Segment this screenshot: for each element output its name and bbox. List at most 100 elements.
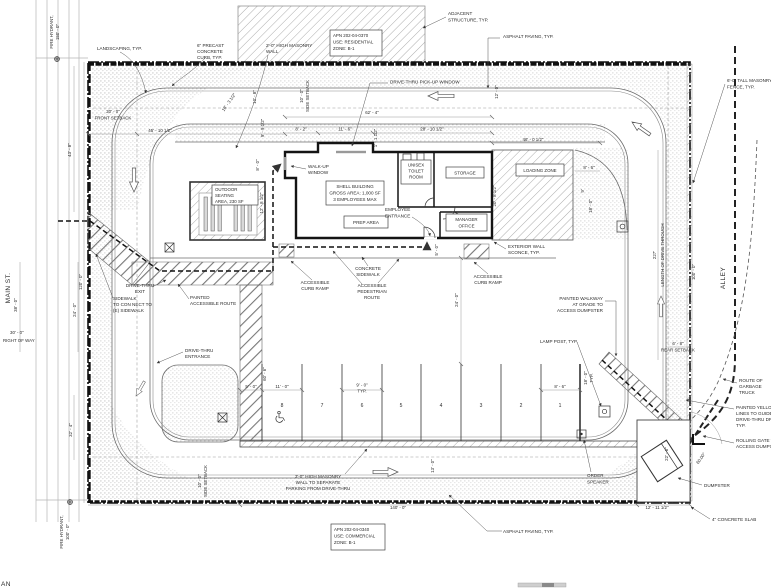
dim-22-6: 22' - 6"	[664, 447, 669, 461]
fire-hydrant-top-label-1: FIRE HYDRANT,	[49, 15, 54, 48]
parking-masonry-wall	[239, 440, 641, 448]
seating-tables	[203, 196, 252, 232]
dim-12-8h: 12' - 8 1/2"	[259, 192, 264, 213]
precast-curb-label-3: CURB, TYP.	[197, 55, 222, 60]
arrow-curve-icon	[631, 121, 652, 137]
apn-north-line3: ZONE: B-1	[333, 46, 355, 51]
dim-100: 100' - 0"	[691, 264, 696, 281]
asphalt-paving-bottom-label: ASPHALT PAVING, TYP.	[503, 529, 554, 534]
dim-8-2: 8' - 2"	[295, 127, 307, 132]
stall-number: 7	[321, 403, 324, 409]
dimension-lines	[19, 62, 723, 508]
outdoor-seating-area: OUTDOOR SEATING AREA, 230 SF	[189, 181, 266, 241]
shell-building-label-2: GROSS AREA: 1,000 SF	[329, 191, 381, 196]
door-swing-toilet	[424, 197, 435, 208]
toilet-room-label-3: ROOM	[409, 175, 423, 180]
pedestrian-route-label-1: ACCESSIBLE	[358, 283, 387, 288]
traffic-arrows	[128, 90, 666, 478]
employee-door-opening	[424, 236, 437, 240]
scale-bar-segment	[542, 583, 554, 587]
side-setback-bottom-label: SIDE SETBACK	[203, 465, 208, 497]
shell-building-label-3: 3 EMPLOYEES MAX	[333, 197, 376, 202]
masonry-wall-3ft-label-3: PARKING FROM DRIVE-THRU	[286, 486, 351, 491]
masonry-wall-2ft-label-1: 2'-0" HIGH MASONRY	[266, 43, 312, 48]
dim-32-4: 32' - 4"	[68, 423, 73, 437]
curb-ramp-east	[463, 243, 490, 260]
stall-number: 8	[281, 403, 284, 409]
fire-hydrant-top-label-2: 150' - 0"	[55, 24, 60, 41]
seating-label-2: SEATING	[215, 193, 235, 198]
dim-9-0-typ: TYP.	[357, 389, 366, 394]
concrete-sidewalk-label-2: SIDEWALK	[356, 272, 381, 277]
walkup-window-label-1: WALK-UP	[308, 164, 329, 169]
rolling-gate-label-1: ROLLING GATE TO	[736, 438, 771, 443]
manager-office-label-2: OFFICE	[458, 224, 474, 229]
dim-38: 38' - 0"	[13, 298, 18, 312]
dim-140: 140' - 0"	[390, 505, 407, 510]
dumpster-pad	[636, 419, 691, 503]
front-setback-dim: 20' - 0"	[106, 109, 120, 114]
masonry-wall-2ft-label-2: WALL	[266, 49, 279, 54]
drive-thru-entrance-label-2: ENTRANCE	[185, 354, 210, 359]
toilet-room-label-2: TOILET	[408, 169, 424, 174]
curb-ramp-west-label-1: ACCESSIBLE	[301, 280, 330, 285]
walkup-window-label-2: WINDOW	[308, 170, 329, 175]
storage-label: STORAGE	[454, 171, 475, 176]
dim-30-0: 30' - 0"	[10, 330, 24, 335]
precast-curb-label-2: CONCRETE	[197, 49, 223, 54]
street-labels: MAIN ST. ALLEY RIGHT OF WAY 30' - 0" FIR…	[3, 15, 727, 548]
arrow-entrance-icon	[135, 380, 146, 397]
painted-walkway-label-3: ACCESS DUMPSTER	[557, 308, 604, 313]
prep-area-label: PREP AREA	[353, 220, 380, 225]
arrow-east-icon	[372, 466, 399, 478]
walkup-window-glass	[284, 157, 287, 170]
dim-18-0-loading: 18' - 0"	[588, 199, 593, 213]
curb-ramp-west-label-2: CURB RAMP	[301, 286, 329, 291]
garbage-route-label-1: ROUTE OF	[739, 378, 763, 383]
masonry-wall-3ft-label-1: 3'-0" HIGH MASONRY	[295, 474, 341, 479]
dim-18-3: 18' - 3 1/2"	[221, 92, 237, 112]
apn-north-line1: APN 202-04-0370	[333, 33, 369, 38]
adjacent-structure-label-2: STRUCTURE, TYP.	[448, 18, 488, 23]
side-setback-bottom-dim: 10' - 0"	[197, 474, 202, 488]
masonry-fence-label-1: 6'-0" TALL MASONRY	[727, 78, 771, 83]
right-of-way-label: RIGHT OF WAY	[3, 338, 35, 343]
precast-curb-label-1: 6" PRECAST	[197, 43, 224, 48]
painted-route-label-2: ACCESSIBLE ROUTE	[190, 301, 236, 306]
order-speaker-label-2: SPEAKER	[587, 480, 609, 485]
plan-title-fragment: AN	[1, 581, 11, 588]
order-speaker-symbol	[576, 429, 587, 439]
garbage-route-label-2: GARBAGE	[739, 384, 762, 389]
dim-13-0: 13' - 0"	[430, 459, 435, 473]
dim-8-6-stall: 8' - 6"	[554, 384, 566, 389]
drive-thru-exit-label-1: DRIVE-THRU	[126, 283, 154, 288]
adjacent-structure-label-1: ADJACENT	[448, 11, 472, 16]
manager-office-label-1: MANAGER	[455, 217, 477, 222]
dim-62-4: 62' - 4"	[365, 110, 379, 115]
arrow-down-icon	[128, 167, 140, 193]
drive-length-dim: 227'	[652, 251, 657, 259]
dim-11-0: 11' - 0"	[275, 384, 289, 389]
dim-12-0: 12' - 0"	[494, 85, 499, 99]
painted-yellow-label-2: LINES TO GUIDE	[736, 411, 771, 416]
employee-entrance-label-1: EMPLOYEE	[385, 207, 410, 212]
side-setback-top-label: SIDE SETBACK	[305, 80, 310, 112]
dim-24-left: 24' - 0"	[72, 303, 77, 317]
sidewalk-connect-label-1: SIDEWALK	[113, 296, 138, 301]
dim-120: 120' - 0"	[78, 274, 83, 291]
pickup-window-glass	[336, 150, 366, 154]
arrow-north-icon	[656, 295, 666, 318]
door-swing-employee	[423, 226, 436, 239]
apn-site-line2: USE: COMMERCIAL	[334, 534, 376, 539]
concrete-sidewalk-label-1: CONCRETE	[355, 266, 381, 271]
main-street-lines	[35, 0, 88, 522]
fire-hydrant-bottom-label-2: 100' - 0"	[65, 524, 70, 541]
dim-46-0: 46' - 0 1/2"	[523, 137, 544, 142]
setback-labels: 20' - 0" FRONT SETBACK 10' - 0" SIDE SET…	[95, 80, 695, 497]
dim-28-10: 28' - 10 1/2"	[420, 127, 444, 132]
seating-label-3: AREA, 230 SF	[215, 199, 244, 204]
dim-9-9: 9' - 9 1/2"	[260, 118, 265, 137]
sconce-label-1: EXTERIOR WALL	[508, 244, 546, 249]
